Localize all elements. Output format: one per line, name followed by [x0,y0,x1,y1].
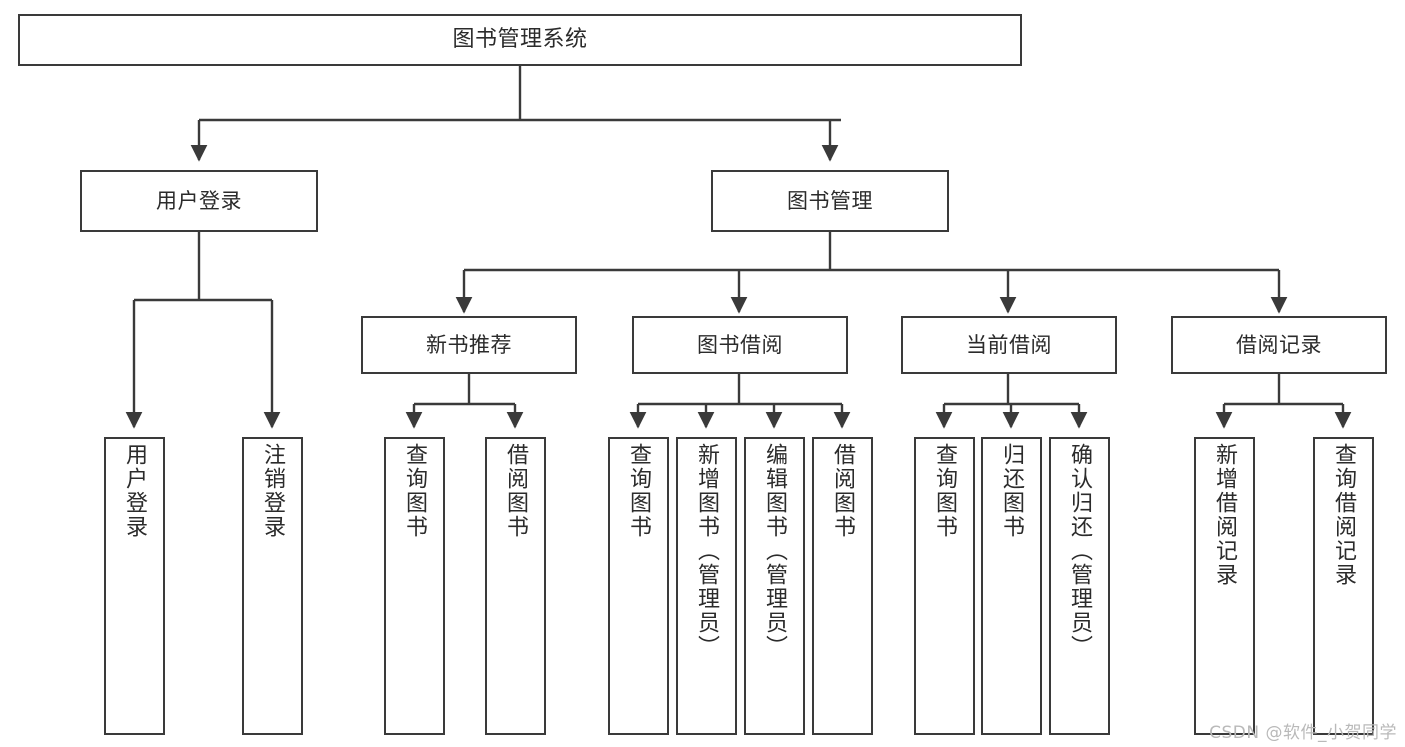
leaf-user-login[interactable]: 用户登录 [104,437,165,735]
leaf-current-return-book[interactable]: 归还图书 [981,437,1042,735]
node-book-management[interactable]: 图书管理 [711,170,949,232]
leaf-borrow-query-book[interactable]: 查询图书 [608,437,669,735]
node-label: 图书借阅 [697,332,783,357]
node-current-borrow[interactable]: 当前借阅 [901,316,1117,374]
leaf-borrow-borrow-book[interactable]: 借阅图书 [812,437,873,735]
node-label: 用户登录 [122,443,148,539]
leaf-current-confirm-return[interactable]: 确认归还（管理员） [1049,437,1110,735]
node-new-book-recommend[interactable]: 新书推荐 [361,316,577,374]
leaf-user-logout[interactable]: 注销登录 [242,437,303,735]
node-label: 确认归还（管理员） [1067,443,1093,659]
leaf-recommend-query-book[interactable]: 查询图书 [384,437,445,735]
leaf-record-query[interactable]: 查询借阅记录 [1313,437,1374,735]
node-root-system[interactable]: 图书管理系统 [18,14,1022,66]
node-label: 新书推荐 [426,332,512,357]
leaf-borrow-add-book[interactable]: 新增图书（管理员） [676,437,737,735]
node-label: 查询图书 [626,443,652,539]
node-label: 图书管理 [787,188,873,213]
node-label: 查询图书 [402,443,428,539]
node-user-login[interactable]: 用户登录 [80,170,318,232]
leaf-current-query-book[interactable]: 查询图书 [914,437,975,735]
node-label: 注销登录 [260,443,286,539]
node-label: 用户登录 [156,188,242,213]
node-label: 借阅图书 [830,443,856,539]
node-label: 新增图书（管理员） [694,443,720,659]
node-label: 借阅图书 [503,443,529,539]
node-label: 借阅记录 [1236,332,1322,357]
node-label: 归还图书 [999,443,1025,539]
leaf-record-add[interactable]: 新增借阅记录 [1194,437,1255,735]
node-book-borrow[interactable]: 图书借阅 [632,316,848,374]
node-label: 新增借阅记录 [1212,443,1238,587]
node-label: 当前借阅 [966,332,1052,357]
node-label: 图书管理系统 [452,27,588,53]
node-label: 查询借阅记录 [1331,443,1357,587]
node-label: 查询图书 [932,443,958,539]
leaf-borrow-edit-book[interactable]: 编辑图书（管理员） [744,437,805,735]
leaf-recommend-borrow-book[interactable]: 借阅图书 [485,437,546,735]
node-borrow-record[interactable]: 借阅记录 [1171,316,1387,374]
watermark: CSDN @软件_小贺同学 [1209,723,1397,743]
node-label: 编辑图书（管理员） [762,443,788,659]
